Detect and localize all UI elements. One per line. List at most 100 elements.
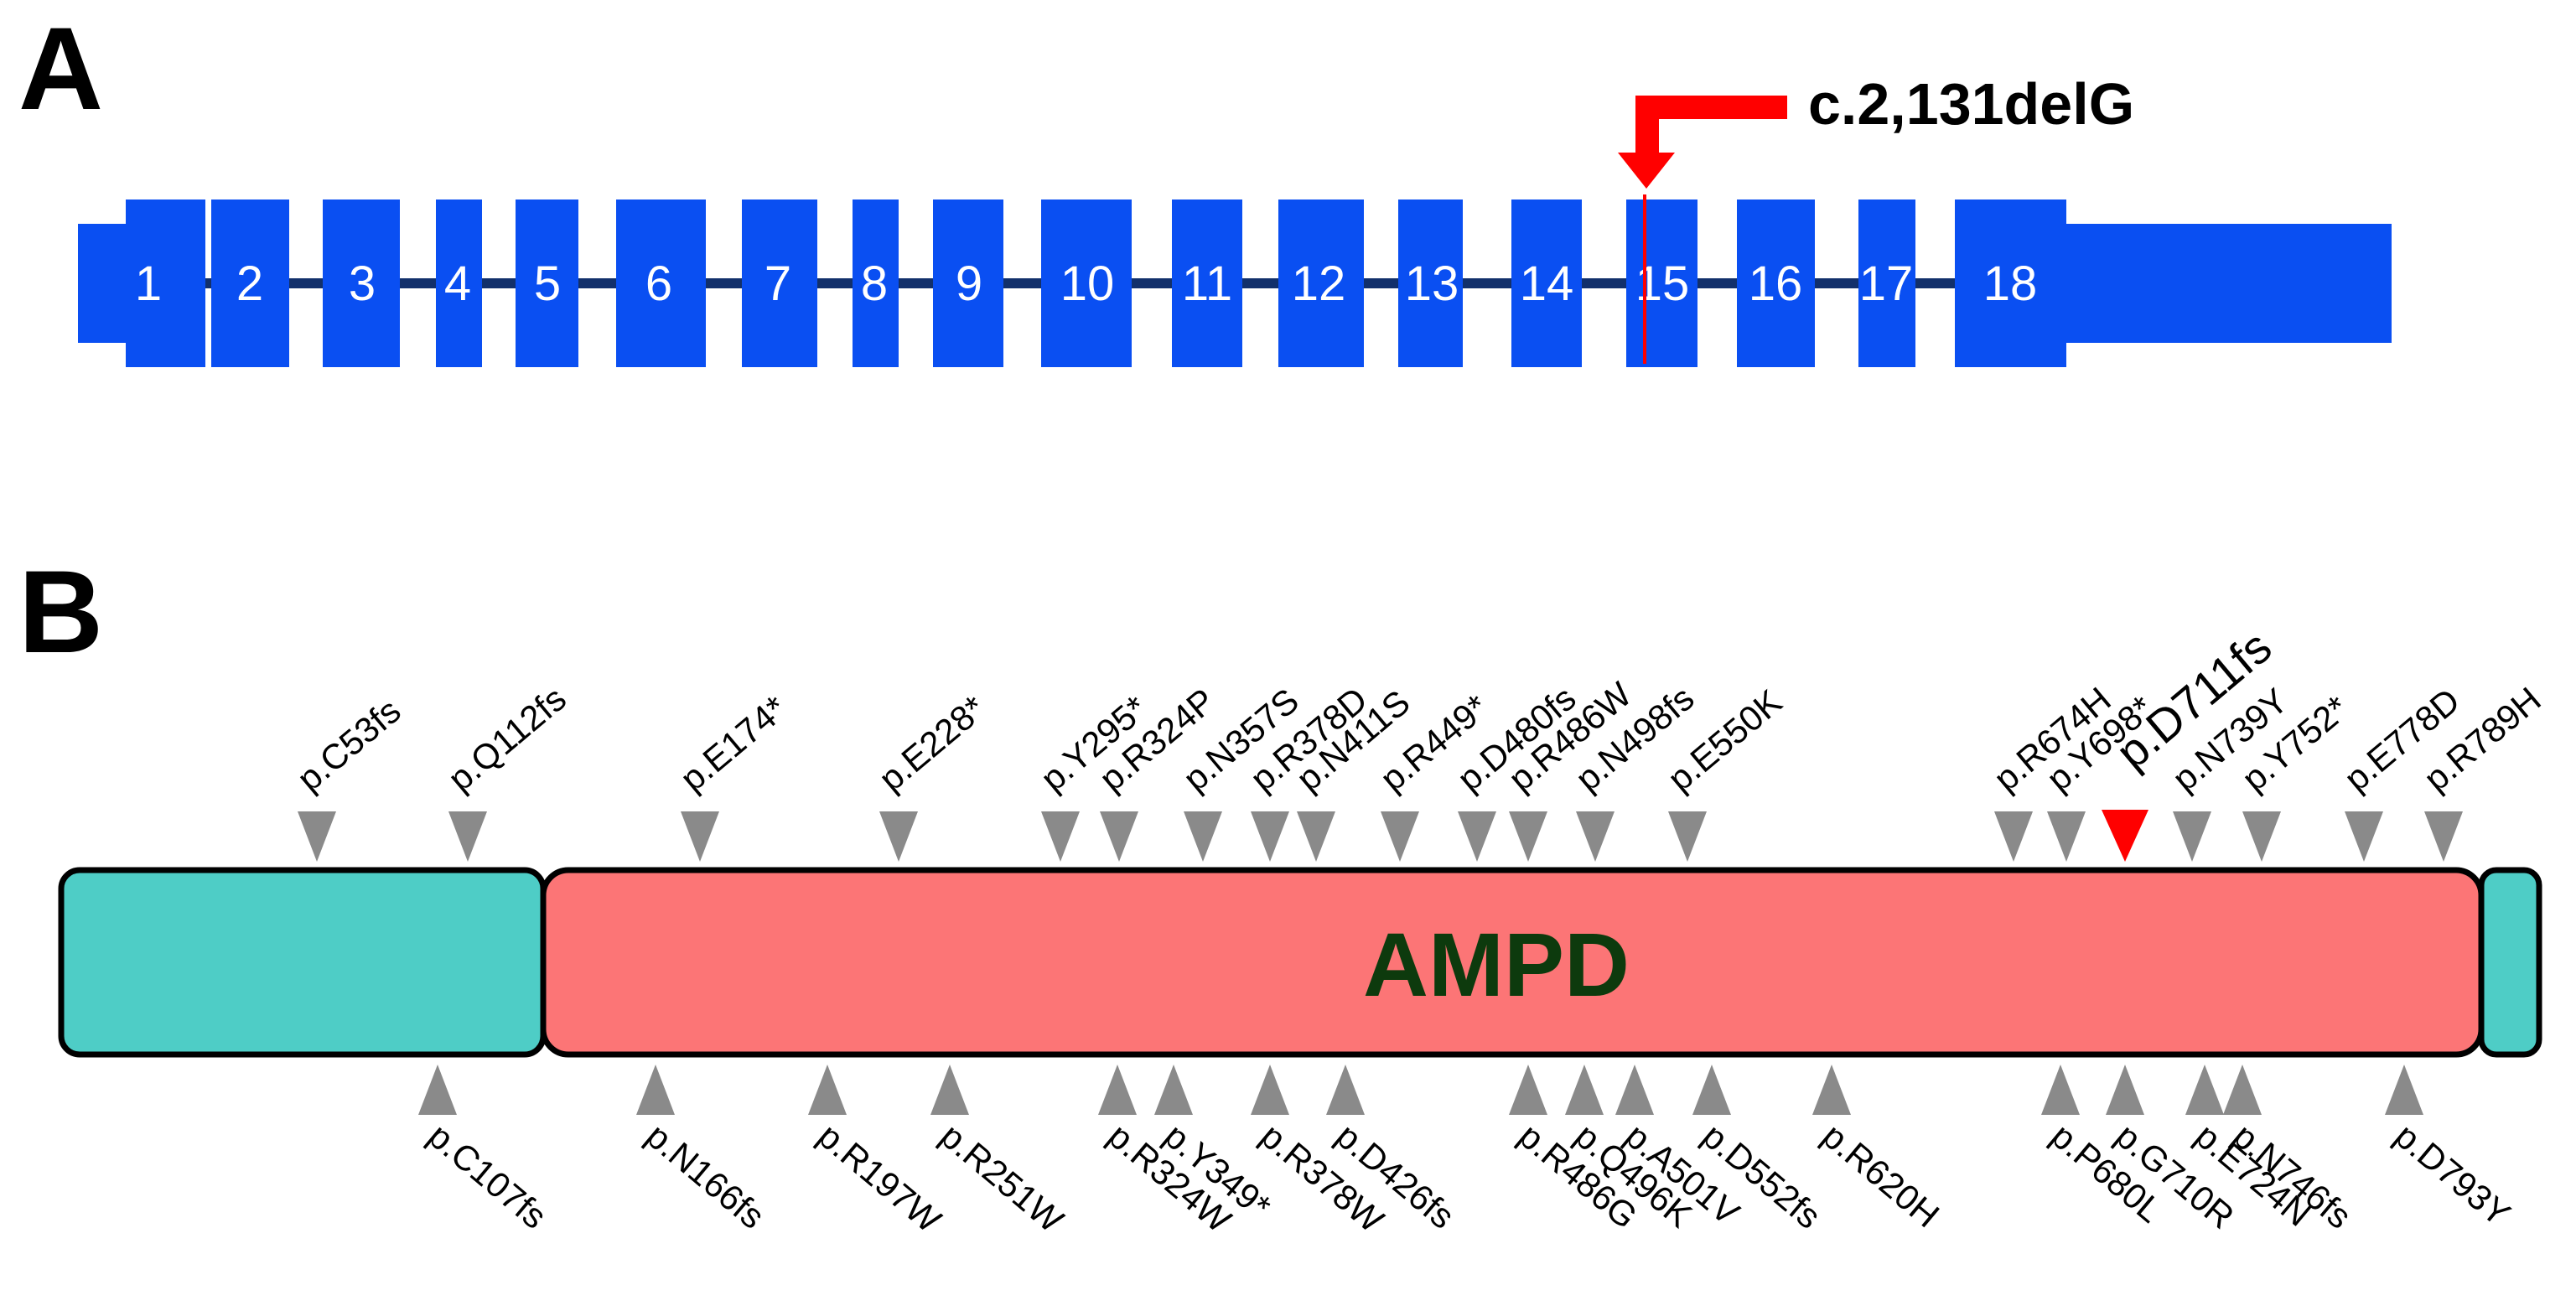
- variant-below: p.D793Y: [2385, 1065, 2518, 1234]
- exon-5: [516, 200, 578, 367]
- variant-label: p.C53fs: [290, 691, 408, 799]
- variant-below: p.R620H: [1812, 1065, 1946, 1235]
- variant-marker: [2106, 1065, 2144, 1115]
- variant-marker: [879, 811, 918, 862]
- variant-label: p.E174*: [673, 688, 795, 799]
- exon-10: [1041, 200, 1132, 367]
- variant-marker: [1098, 1065, 1137, 1115]
- variant-below: p.N166fs: [636, 1065, 772, 1236]
- exon-13: [1398, 200, 1463, 367]
- variant-marker: [1381, 811, 1419, 862]
- exon-number-16: 16: [1749, 256, 1803, 311]
- variant-above: p.Q112fs: [441, 678, 573, 862]
- exon-18: [1955, 200, 2066, 367]
- variant-label: p.R197W: [811, 1116, 949, 1241]
- variant-marker: [1100, 811, 1138, 862]
- variant-above: p.C53fs: [290, 691, 408, 862]
- variant-marker: [636, 1065, 675, 1115]
- exon-number-17: 17: [1859, 256, 1914, 311]
- exon-7: [742, 200, 817, 367]
- variant-marker: [1184, 811, 1222, 862]
- exon-number-9: 9: [956, 256, 982, 311]
- variant-label: p.C107fs: [421, 1116, 554, 1236]
- c-terminal-domain: [2478, 867, 2542, 1058]
- exon-17: [1858, 200, 1915, 367]
- variant-marker: [1509, 1065, 1547, 1115]
- variant-label: p.E228*: [872, 688, 993, 799]
- variant-marker: [808, 1065, 847, 1115]
- variant-marker: [1692, 1065, 1731, 1115]
- mutation-marker: c.2,131delG: [1618, 71, 2134, 364]
- variant-marker: [1994, 811, 2033, 862]
- exon-3: [323, 200, 400, 367]
- mutation-label: c.2,131delG: [1808, 71, 2134, 137]
- variant-marker: [2424, 811, 2463, 862]
- exon-11: [1172, 200, 1242, 367]
- variant-marker: [2345, 811, 2383, 862]
- variant-marker: [1615, 1065, 1654, 1115]
- exon-number-10: 10: [1060, 256, 1115, 311]
- variant-marker: [1509, 811, 1547, 862]
- exon-14: [1511, 200, 1582, 367]
- variant-marker: [930, 1065, 969, 1115]
- mutation-arrow-shaft: [1635, 96, 1787, 158]
- exon-number-3: 3: [349, 256, 376, 311]
- variant-marker-highlight: [2102, 810, 2148, 862]
- variant-marker: [1251, 1065, 1289, 1115]
- variant-marker: [1565, 1065, 1604, 1115]
- exon-2: [211, 200, 289, 367]
- panel-b-letter: B: [18, 546, 103, 677]
- variant-marker: [2385, 1065, 2423, 1115]
- variant-above: p.E174*: [673, 688, 795, 862]
- exon-6: [616, 200, 706, 367]
- variant-label: p.D793Y: [2387, 1116, 2517, 1234]
- mutation-arrow-head: [1618, 153, 1675, 189]
- ampd-domain-label: AMPD: [1363, 914, 1630, 1015]
- variant-marker: [1154, 1065, 1193, 1115]
- variant-below: p.R251W: [930, 1065, 1071, 1241]
- exon-8: [853, 200, 899, 367]
- exon-15: [1626, 200, 1697, 367]
- exon-number-12: 12: [1292, 256, 1346, 311]
- variant-marker: [1251, 811, 1289, 862]
- exon-number-5: 5: [534, 256, 561, 311]
- exon-1: [126, 200, 205, 367]
- exon-9: [933, 200, 1003, 367]
- exon-16: [1737, 200, 1815, 367]
- variant-above: p.E228*: [872, 688, 993, 862]
- variant-marker: [448, 811, 487, 862]
- variant-marker: [681, 811, 719, 862]
- exon-number-13: 13: [1405, 256, 1459, 311]
- variant-marker: [1668, 811, 1707, 862]
- exon-1-utr: [78, 224, 126, 343]
- variant-marker: [1576, 811, 1615, 862]
- variant-below: p.C107fs: [418, 1065, 554, 1236]
- exon-number-7: 7: [765, 256, 791, 311]
- variant-below: p.R197W: [808, 1065, 949, 1241]
- variant-marker: [1041, 811, 1080, 862]
- variant-marker: [298, 811, 336, 862]
- variant-marker: [2173, 811, 2211, 862]
- variant-label: p.R251W: [933, 1116, 1071, 1241]
- exon-number-2: 2: [236, 256, 263, 311]
- variant-marker: [1297, 811, 1335, 862]
- exon-number-11: 11: [1182, 256, 1232, 311]
- variant-marker: [2242, 811, 2281, 862]
- variant-marker: [1458, 811, 1496, 862]
- variant-marker: [2041, 1065, 2080, 1115]
- exon-number-6: 6: [645, 256, 672, 311]
- exon-18-utr: [2066, 224, 2392, 343]
- variant-label: p.N166fs: [639, 1116, 772, 1236]
- variant-marker: [1812, 1065, 1851, 1115]
- exon-number-14: 14: [1520, 256, 1574, 311]
- variant-label: p.Q112fs: [441, 678, 573, 799]
- variant-marker: [2047, 811, 2086, 862]
- exon-number-4: 4: [444, 256, 471, 311]
- n-terminal-domain: [58, 867, 547, 1058]
- exon-number-18: 18: [1983, 256, 2038, 311]
